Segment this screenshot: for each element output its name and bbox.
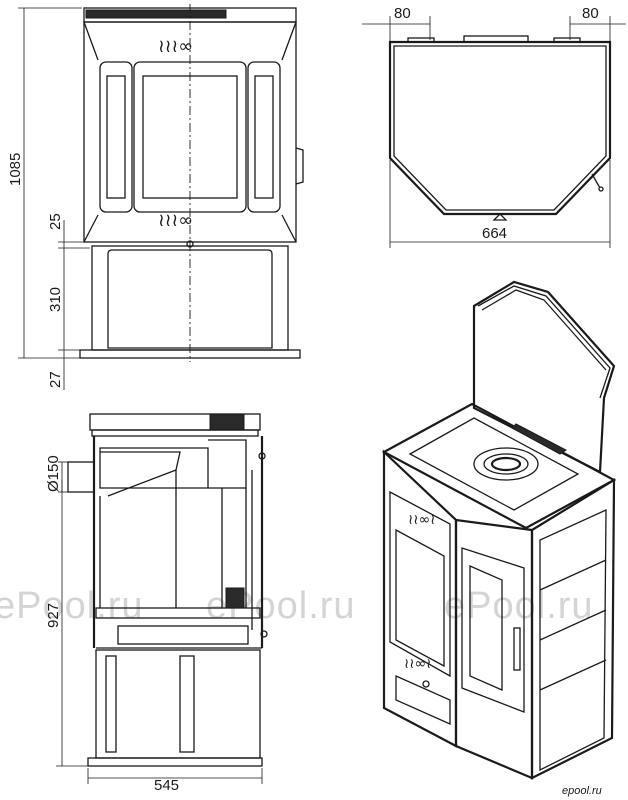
side-top-grille: [209, 413, 245, 431]
front-base-opening: [107, 249, 273, 349]
watermark-right: ePool.ru: [444, 585, 594, 627]
top-right-bracket: [553, 37, 581, 43]
front-right-panel: [247, 61, 281, 213]
bottom-vent-icon: ≀≀≀∞: [158, 210, 193, 231]
iso-lid: [472, 280, 616, 474]
front-left-glass: [106, 75, 126, 199]
side-base-cabinet: [95, 649, 261, 759]
top-vent-icon: ≀≀≀∞: [158, 36, 193, 57]
front-top-grille: [85, 9, 227, 19]
watermark-layer: ePool.ru ePool.ru ePool.ru: [0, 585, 594, 627]
side-ash-drawer: [117, 625, 249, 645]
side-view: Ø150 927 545: [45, 413, 268, 794]
front-door-handle: [295, 147, 304, 185]
dim-total-height: 1085: [7, 153, 24, 186]
iso-top: [381, 402, 617, 530]
dim-gap-height: 25: [47, 213, 64, 230]
top-view: 80 80 664: [362, 5, 626, 248]
iso-handle: [513, 627, 521, 671]
dim-depth: 545: [154, 777, 179, 794]
dim-width: 664: [482, 225, 507, 242]
iso-grille: [511, 423, 567, 455]
top-left-bracket: [407, 37, 435, 43]
dim-plinth-height: 27: [47, 371, 64, 388]
iso-hotplate: [473, 447, 539, 481]
dim-base-height: 310: [47, 287, 64, 312]
top-outline: [388, 40, 612, 216]
dim-left-offset: 80: [394, 5, 411, 22]
watermark-left: ePool.ru: [0, 585, 144, 627]
top-handle: [591, 173, 601, 189]
top-flue-plate: [463, 35, 529, 43]
dim-flue-height: 927: [45, 603, 62, 628]
iso-door-glass: [395, 528, 445, 668]
top-front-marker: [492, 213, 508, 221]
side-plinth: [87, 757, 263, 767]
iso-vent-top-icon: ≀≀∞≀: [408, 512, 435, 528]
top-inner-outline: [393, 45, 607, 211]
dim-right-offset: 80: [582, 5, 599, 22]
front-right-glass: [254, 75, 274, 199]
iso-vent-bottom-icon: ≀≀∞≀: [404, 656, 431, 672]
side-flue-stub: [67, 461, 95, 493]
front-view: ≀≀≀∞ ≀≀≀∞ 1085 25 310 27: [7, 4, 304, 390]
epool-logo: epool.ru: [562, 785, 602, 797]
dim-flue-diameter: Ø150: [45, 455, 62, 492]
front-left-panel: [99, 61, 133, 213]
iso-right-face: [530, 478, 616, 780]
isometric-view: ≀≀∞≀ ≀≀∞≀: [381, 280, 617, 780]
